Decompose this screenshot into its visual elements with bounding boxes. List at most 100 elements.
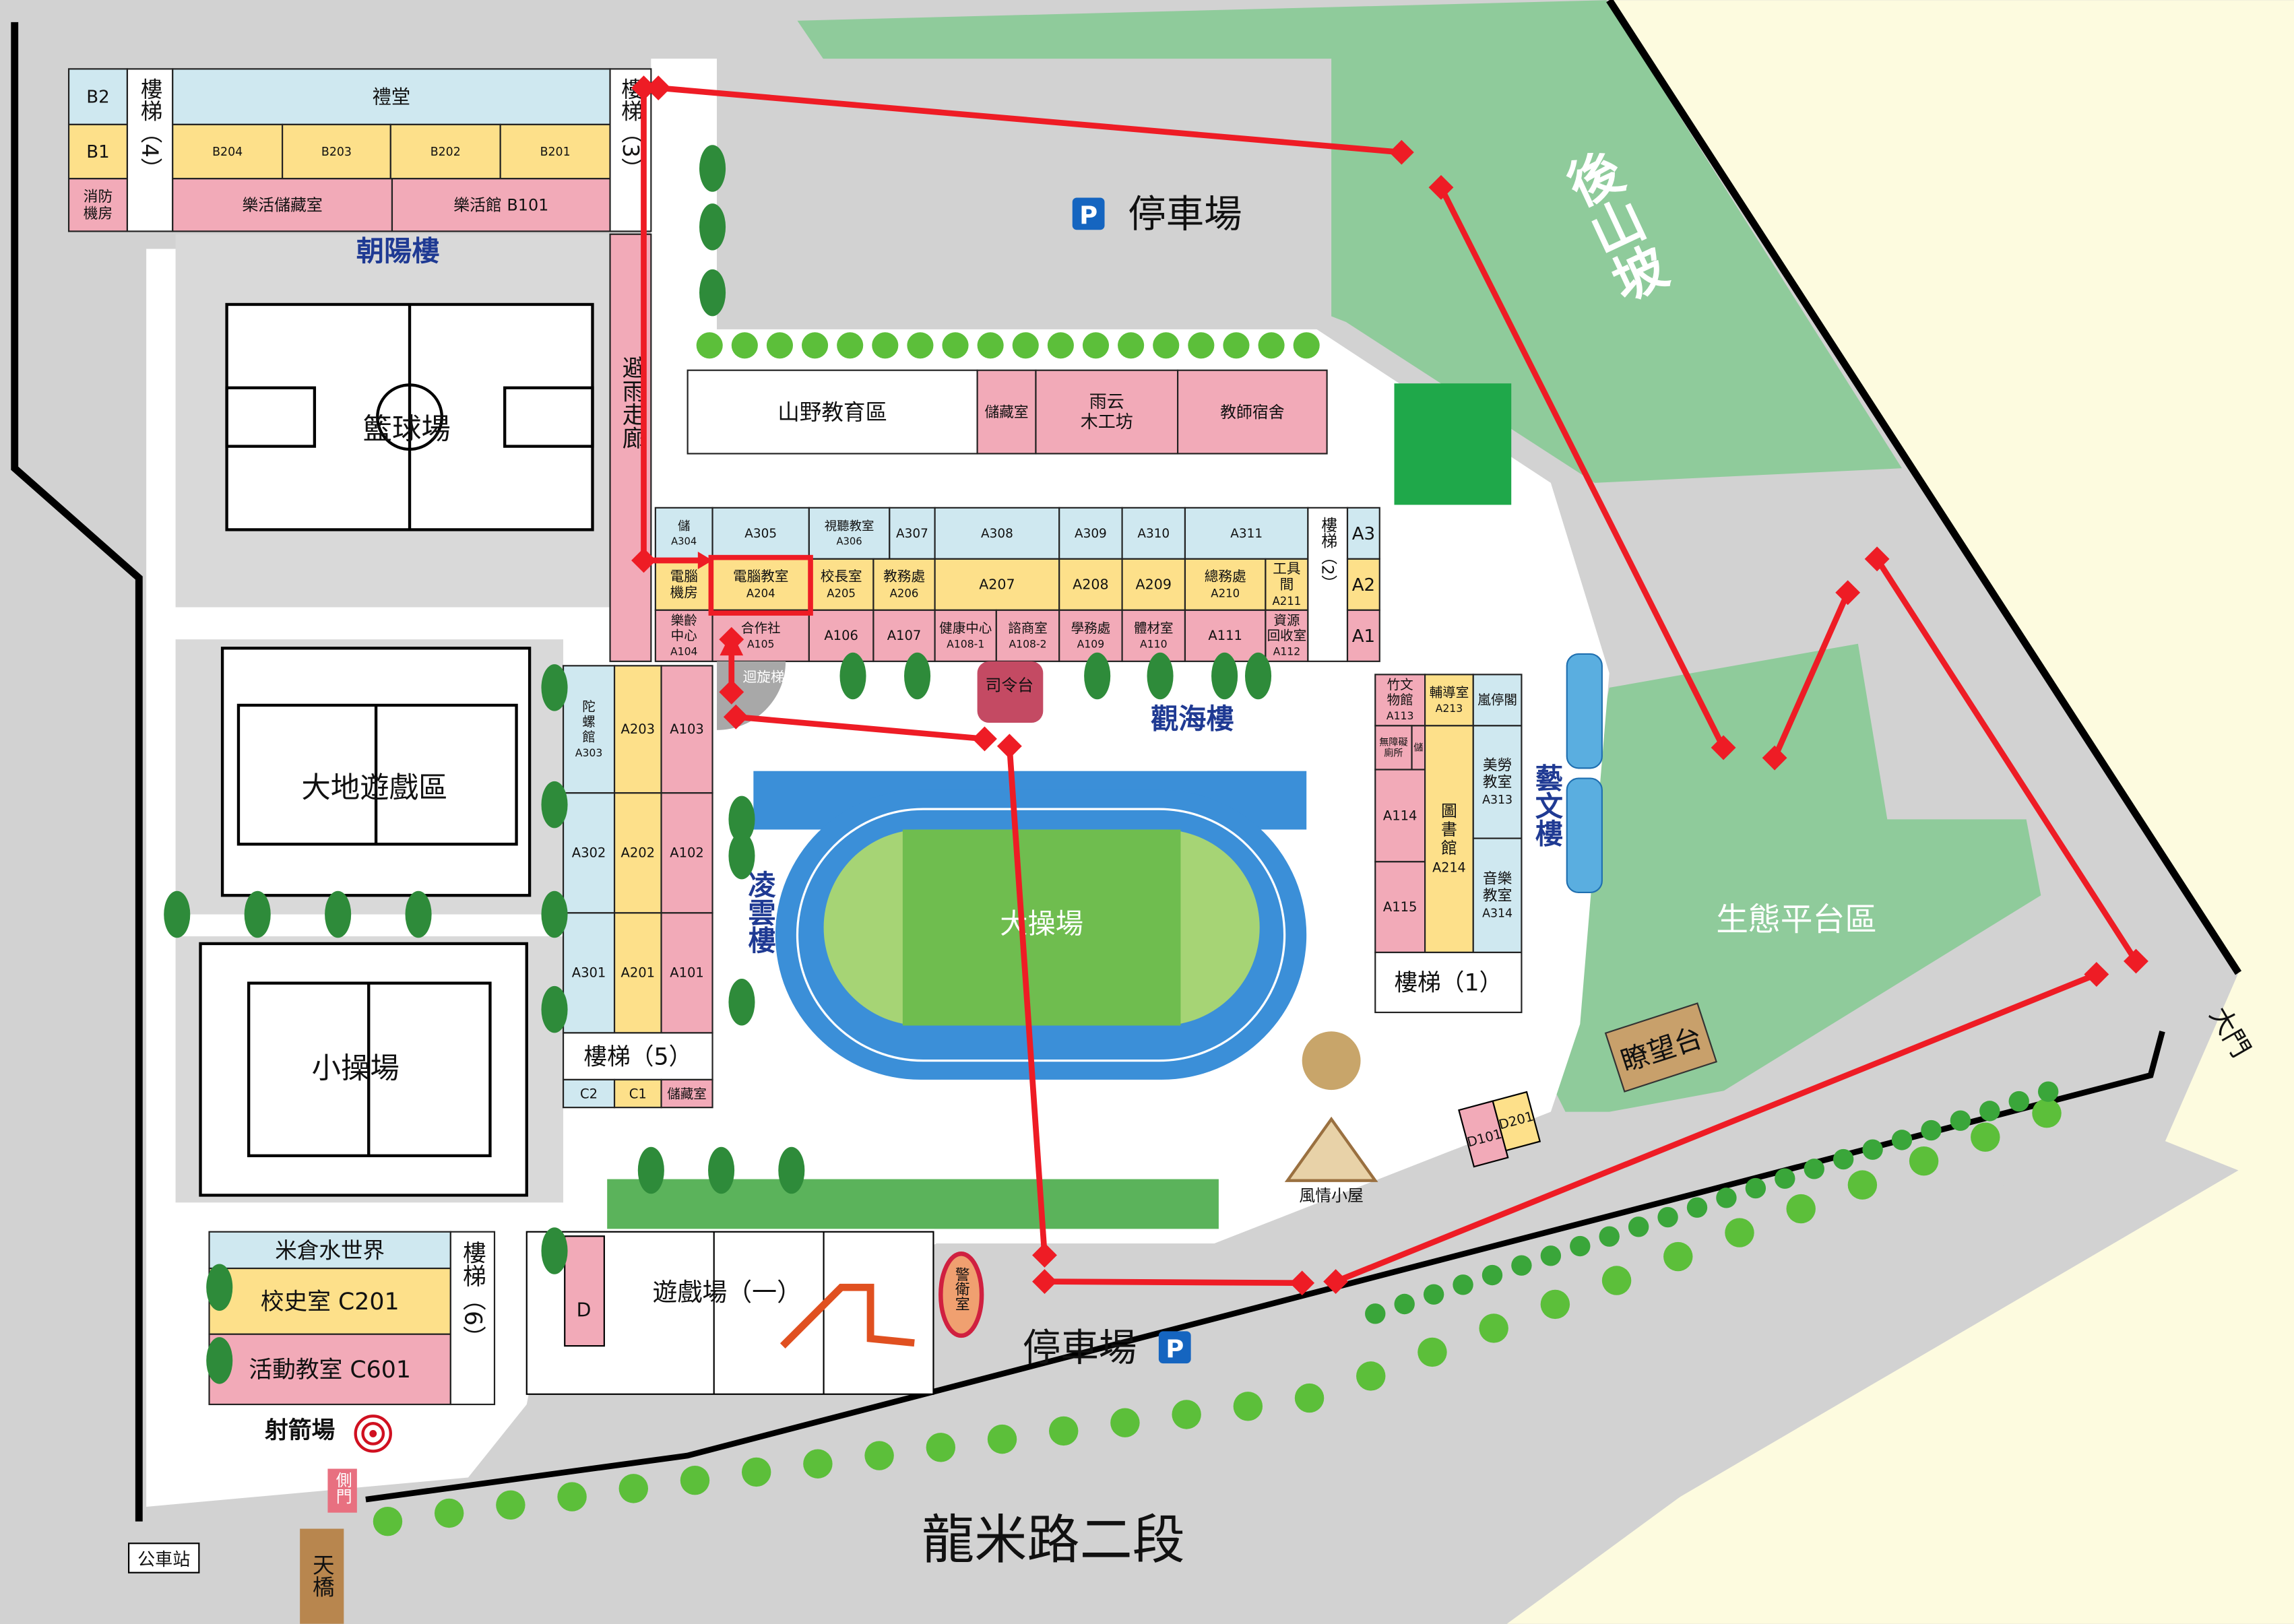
room-toilet-a2[interactable]: A2 <box>1346 558 1380 611</box>
cottage-label: 風情小屋 <box>1299 1186 1364 1205</box>
room-history[interactable]: 校史室 C201 <box>208 1267 451 1335</box>
room-a302[interactable]: A302 <box>562 792 616 914</box>
toilet-d[interactable] <box>564 1235 605 1347</box>
hedge-icon <box>1082 332 1110 359</box>
room-a208[interactable]: A208 <box>1058 558 1123 611</box>
room-dorm[interactable]: 教師宿舍 <box>1177 369 1328 455</box>
room-a307[interactable]: A307 <box>889 507 936 560</box>
room-b204[interactable]: B204 <box>172 123 284 180</box>
room-box <box>654 558 713 611</box>
room-stair6[interactable]: 樓梯（6） <box>449 1231 496 1406</box>
room-toilet-a1[interactable]: A1 <box>1346 609 1380 662</box>
room-label: 消防 <box>84 189 113 205</box>
room-label: 物館 <box>1387 692 1413 708</box>
side-gate[interactable]: 側門 <box>327 1468 357 1513</box>
guard-room[interactable]: 警衛室 <box>938 1252 984 1338</box>
room-storage[interactable]: 樂活儲藏室 <box>172 178 393 232</box>
room-b203[interactable]: B203 <box>282 123 391 180</box>
room-storage[interactable]: 儲藏室 <box>660 1078 713 1109</box>
room-lehuo[interactable]: 樂活館 B101 <box>391 178 611 232</box>
room-a115[interactable]: A115 <box>1374 861 1426 954</box>
room-a106[interactable]: A106 <box>808 609 874 662</box>
room-stair2[interactable]: 樓梯（2） <box>1307 507 1349 662</box>
room-stair4[interactable]: 樓梯（4） <box>126 68 174 232</box>
room-toilet-b2[interactable]: B2 <box>67 68 129 125</box>
room-water-world[interactable]: 米倉水世界 <box>208 1231 451 1270</box>
podium[interactable]: 司令台 <box>977 661 1044 723</box>
room-label: 輔導室 <box>1430 684 1469 700</box>
room-stair1[interactable]: 樓梯（1） <box>1374 951 1523 1014</box>
room-a102[interactable]: A102 <box>660 792 713 914</box>
room-a101[interactable]: A101 <box>660 912 713 1034</box>
room-label: A209 <box>1136 577 1172 593</box>
room-label: 總務處 <box>1205 569 1246 585</box>
room-a310[interactable]: A310 <box>1121 507 1186 560</box>
room-label: A102 <box>670 845 704 861</box>
room-label: A214 <box>1432 860 1466 876</box>
room-a114[interactable]: A114 <box>1374 769 1426 863</box>
room-a209[interactable]: A209 <box>1121 558 1186 611</box>
room-label: 館 <box>582 729 596 744</box>
room-a103[interactable]: A103 <box>660 665 713 794</box>
cottage[interactable]: 風情小屋 <box>1284 1031 1378 1205</box>
room-activity[interactable]: 活動教室 C601 <box>208 1333 451 1406</box>
room-a309[interactable]: A309 <box>1058 507 1123 560</box>
room-a311[interactable]: A311 <box>1184 507 1309 560</box>
footbridge[interactable]: 天橋 <box>300 1528 344 1624</box>
room-a107[interactable]: A107 <box>872 609 936 662</box>
room-b201[interactable]: B201 <box>499 123 611 180</box>
room-a203[interactable]: A203 <box>613 665 662 794</box>
room-a308[interactable]: A308 <box>934 507 1060 560</box>
bus-stop[interactable]: 公車站 <box>128 1542 200 1573</box>
room-toilet-c2[interactable]: C2 <box>562 1078 616 1109</box>
room-a301[interactable]: A301 <box>562 912 616 1034</box>
room-label: A111 <box>1208 628 1242 643</box>
room-toilet-b1[interactable]: B1 <box>67 123 129 180</box>
room-label: 工具 <box>1273 560 1300 577</box>
room-edu[interactable]: 山野教育區 <box>687 369 978 455</box>
room-label: 校史室 C201 <box>261 1289 400 1316</box>
room-a202[interactable]: A202 <box>613 792 662 914</box>
room-box <box>1058 558 1123 611</box>
room-storage[interactable]: 儲 <box>1411 725 1426 771</box>
room-a305[interactable]: A305 <box>711 507 810 560</box>
room-toilet-c1[interactable]: C1 <box>613 1078 662 1109</box>
room-a207[interactable]: A207 <box>934 558 1060 611</box>
room-b202[interactable]: B202 <box>389 123 501 180</box>
room-auditorium[interactable]: 禮堂 <box>172 68 611 125</box>
room-a201[interactable]: A201 <box>613 912 662 1034</box>
room-label: 健康中心 <box>939 620 992 636</box>
room-stair5[interactable]: 樓梯（5） <box>562 1032 713 1080</box>
room-storage[interactable]: 儲藏室 <box>976 369 1037 455</box>
room-d201[interactable] <box>1492 1091 1541 1152</box>
lookout-tower[interactable]: 瞭望台 <box>1604 1002 1718 1093</box>
route-segment <box>1438 186 1726 749</box>
tree-icon <box>164 890 191 938</box>
tree-icon <box>1147 652 1174 700</box>
room-lanting[interactable]: 嵐停閣 <box>1472 674 1523 727</box>
room-toilet-a3[interactable]: A3 <box>1346 507 1380 560</box>
